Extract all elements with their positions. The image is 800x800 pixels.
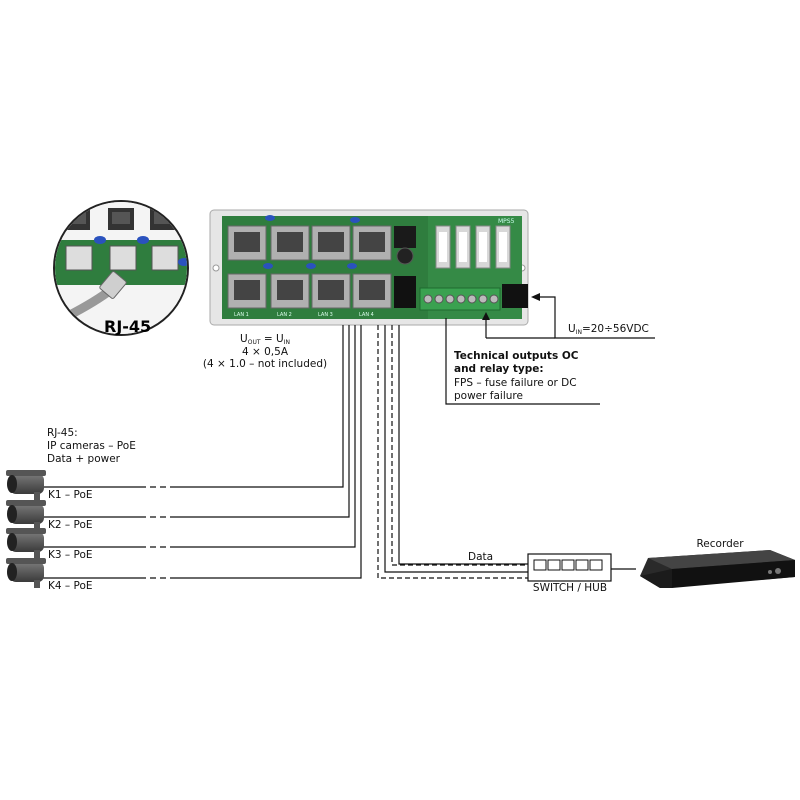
camera-label-k4: K4 – PoE: [48, 580, 93, 592]
poe-device: MPS5 LAN 1 LAN 2 LAN 3 LAN 4: [209, 209, 529, 326]
camera-label-k1: K1 – PoE: [48, 489, 93, 501]
input-voltage-label: UIN=20÷56VDC: [568, 323, 649, 339]
power-input-line: [485, 296, 655, 339]
camera-lines: [40, 325, 362, 579]
input-voltage-value: =20÷56VDC: [581, 323, 649, 335]
port-mark-lan4: LAN 4: [359, 312, 374, 318]
fuse-holders: [435, 225, 511, 269]
camera-k4: [6, 558, 46, 588]
u-in-main-symbol: U: [568, 323, 576, 335]
output-voltage-label: UOUT = UIN: [220, 333, 310, 349]
rj45-inset: RJ-45: [53, 200, 189, 336]
switch-lines: [377, 325, 636, 579]
u-in-symbol: U: [276, 333, 284, 345]
recorder-device: [640, 550, 795, 588]
recorder-label: Recorder: [696, 538, 744, 550]
cameras-header-2: IP cameras – PoE: [47, 440, 136, 452]
lan-ports-bottom: [227, 273, 392, 309]
dc-input-jack: [502, 284, 528, 308]
camera-k3: [6, 528, 46, 558]
u-out-subscript: OUT: [247, 339, 261, 346]
u-in-main-subscript: IN: [575, 329, 582, 336]
camera-k2: [6, 500, 46, 530]
camera-label-k2: K2 – PoE: [48, 519, 93, 531]
lan-ports-top: [227, 225, 392, 261]
tech-outputs-desc-2: power failure: [454, 390, 523, 402]
fuses-note-label: (4 × 1.0 – not included): [202, 358, 328, 370]
u-in-subscript: IN: [283, 339, 290, 346]
port-mark-lan2: LAN 2: [277, 312, 292, 318]
port-mark-lan1: LAN 1: [234, 312, 249, 318]
camera-k1: [6, 470, 46, 500]
rj45-inset-title: RJ-45: [104, 317, 151, 336]
u-out-symbol: U: [240, 333, 248, 345]
tech-outputs-title-2: and relay type:: [454, 363, 544, 375]
camera-lines-dashed: [140, 486, 175, 579]
board-model-mark: MPS5: [498, 218, 515, 225]
tech-outputs-desc-1: FPS – fuse failure or DC: [454, 377, 577, 389]
camera-label-k3: K3 – PoE: [48, 549, 93, 561]
data-link-label: Data: [468, 551, 494, 563]
input-arrow-terminal: [482, 312, 490, 320]
switch-hub: [527, 553, 612, 582]
equals-sign: =: [260, 333, 276, 345]
tech-output-line: [445, 318, 600, 405]
cameras-header-3: Data + power: [47, 453, 120, 465]
output-current-label: 4 × 0,5A: [241, 346, 289, 358]
switch-label: SWITCH / HUB: [532, 582, 608, 594]
port-mark-lan3: LAN 3: [318, 312, 333, 318]
tech-outputs-title-1: Technical outputs OC: [454, 350, 579, 362]
cameras-header-1: RJ-45:: [47, 427, 78, 439]
input-arrow-jack: [531, 293, 540, 301]
